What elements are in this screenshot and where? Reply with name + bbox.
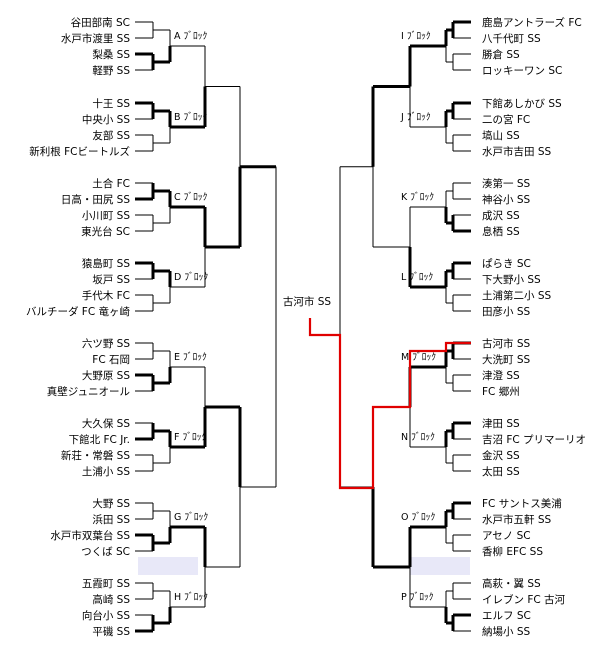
right-blocks-team-0-3: ロッキーワン SC — [482, 65, 562, 77]
right-blocks-label-4: M ﾌﾞﾛｯｸ — [401, 352, 436, 363]
right-blocks-team-0-1: 八千代町 SS — [482, 33, 541, 45]
right-blocks-team-0-0: 鹿島アントラーズ FC — [482, 16, 582, 29]
left-blocks-team-0-2: 梨桑 SS — [92, 48, 130, 61]
right-blocks-team-5-3: 太田 SS — [482, 465, 520, 478]
left-blocks-team-6-1: 浜田 SS — [92, 514, 130, 526]
left-blocks-team-1-3: 新利根 FCビートルズ — [29, 145, 130, 158]
left-blocks-team-3-3: バルチーダ FC 竜ヶ崎 — [26, 305, 131, 318]
left-blocks-team-6-0: 大野 SS — [92, 497, 130, 510]
left-blocks-label-0: A ﾌﾞﾛｯｸ — [174, 31, 208, 42]
left-blocks-team-3-1: 坂戸 SS — [92, 274, 130, 286]
left-blocks-team-2-2: 小川町 SS — [82, 210, 131, 222]
right-blocks-team-2-2: 成沢 SS — [482, 209, 520, 222]
right-blocks-team-3-3: 田彦小 SS — [482, 305, 531, 318]
right-blocks-team-3-0: ぱらき SC — [482, 258, 531, 270]
left-blocks-team-1-0: 十王 SS — [92, 97, 130, 110]
bracket-lines — [135, 20, 471, 633]
left-blocks-team-0-3: 軽野 SS — [92, 65, 130, 77]
right-blocks-team-6-0: FC サントス美浦 — [482, 497, 562, 510]
right-blocks-team-1-2: 塙山 SS — [482, 129, 520, 142]
right-blocks-team-7-2: エルフ SC — [482, 610, 531, 622]
winner-path — [308, 318, 471, 490]
left-blocks-team-3-2: 手代木 FC — [82, 289, 130, 302]
right-blocks-team-5-0: 津田 SS — [482, 418, 520, 430]
left-blocks-team-0-1: 水戸市渡里 SS — [61, 32, 131, 45]
left-blocks-label-7: H ﾌﾞﾛｯｸ — [174, 592, 208, 603]
right-blocks-label-2: K ﾌﾞﾛｯｸ — [401, 192, 434, 203]
left-blocks-team-4-2: 大野原 SS — [82, 369, 131, 382]
right-blocks-team-7-0: 高萩・翼 SS — [482, 577, 541, 590]
right-blocks-team-5-1: 吉沼 FC プリマーリオ — [482, 433, 586, 446]
right-blocks-team-1-0: 下館あしかび SS — [482, 97, 562, 110]
left-blocks-label-3: D ﾌﾞﾛｯｸ — [174, 272, 208, 283]
left-blocks-label-1: B ﾌﾞﾛｯｸ — [174, 112, 208, 123]
left-blocks-team-4-1: FC 石岡 — [92, 354, 130, 366]
left-blocks-team-0-0: 谷田部南 SC — [71, 16, 130, 29]
right-blocks-team-0-2: 勝倉 SS — [482, 48, 520, 61]
right-blocks-team-1-1: 二の宮 FC — [482, 113, 530, 126]
right-blocks-label-7: P ﾌﾞﾛｯｸ — [401, 592, 434, 603]
left-blocks-team-4-3: 真壁ジュニオール — [47, 385, 130, 398]
right-blocks-team-6-2: アセノ SC — [482, 530, 531, 542]
right-blocks-label-6: O ﾌﾞﾛｯｸ — [401, 512, 435, 523]
left-blocks-team-7-3: 平磯 SS — [92, 625, 130, 638]
shade-box-right — [410, 557, 470, 575]
right-blocks-team-2-0: 湊第一 SS — [482, 177, 531, 190]
right-blocks-team-7-1: イレブン FC 古河 — [482, 593, 566, 606]
right-blocks-label-5: N ﾌﾞﾛｯｸ — [401, 432, 435, 443]
right-blocks-team-1-3: 水戸市吉田 SS — [482, 145, 552, 158]
right-blocks-team-3-2: 土浦第二小 SS — [482, 289, 552, 302]
right-blocks-team-4-3: FC 郷州 — [482, 385, 520, 398]
right-blocks-team-4-2: 津澄 SS — [482, 369, 520, 382]
bracket-labels: 谷田部南 SC 水戸市渡里 SS 梨桑 SS 軽野 SS A ﾌﾞﾛｯｸ 十王 SS 中央小… — [26, 16, 586, 638]
left-blocks-team-5-2: 新荘・常磐 SS — [61, 449, 131, 462]
left-blocks-team-2-3: 東光台 SC — [81, 225, 130, 238]
left-blocks-team-6-3: つくば SC — [81, 546, 130, 558]
right-blocks-team-5-2: 金沢 SS — [482, 449, 520, 462]
left-blocks-team-1-1: 中央小 SS — [82, 113, 131, 126]
left-blocks-team-5-1: 下館北 FC Jr. — [69, 433, 130, 446]
left-blocks-team-7-2: 向台小 SS — [82, 609, 131, 622]
right-blocks-team-4-0: 古河市 SS — [482, 337, 531, 350]
champion-label: 古河市 SS — [283, 295, 332, 308]
left-blocks-label-4: E ﾌﾞﾛｯｸ — [174, 352, 207, 363]
left-blocks-team-3-0: 猿島町 SS — [82, 257, 131, 270]
right-blocks-label-3: L ﾌﾞﾛｯｸ — [401, 272, 433, 283]
right-blocks-team-2-3: 息栖 SS — [482, 225, 520, 238]
left-blocks-team-2-0: 土合 FC — [92, 177, 130, 190]
right-blocks-label-0: I ﾌﾞﾛｯｸ — [401, 31, 431, 42]
left-blocks-team-1-2: 友部 SS — [92, 129, 130, 142]
left-blocks-team-7-1: 高崎 SS — [92, 593, 130, 606]
right-blocks-team-6-3: 香柳 EFC SS — [482, 545, 543, 558]
right-blocks-team-3-1: 下大野小 SS — [482, 273, 541, 286]
left-blocks-team-7-0: 五霞町 SS — [82, 578, 131, 590]
left-blocks-label-6: G ﾌﾞﾛｯｸ — [174, 512, 208, 523]
left-blocks-label-5: F ﾌﾞﾛｯｸ — [174, 432, 206, 443]
shade-box-left — [138, 557, 198, 575]
right-blocks-label-1: J ﾌﾞﾛｯｸ — [400, 112, 431, 123]
right-blocks-team-2-1: 神谷小 SS — [482, 193, 531, 206]
right-blocks-team-4-1: 大洗町 SS — [482, 353, 531, 366]
left-blocks-team-2-1: 日高・田尻 SS — [61, 193, 131, 206]
left-blocks-team-6-2: 水戸市双葉台 SS — [50, 529, 130, 542]
left-blocks-team-5-0: 大久保 SS — [82, 417, 131, 430]
left-blocks-label-2: C ﾌﾞﾛｯｸ — [174, 192, 208, 203]
right-blocks-team-7-3: 納場小 SS — [482, 625, 531, 638]
left-blocks-team-4-0: 六ツ野 SS — [82, 338, 131, 350]
left-blocks-team-5-3: 土浦小 SS — [82, 465, 131, 478]
right-blocks-team-6-1: 水戸市五軒 SS — [482, 513, 552, 526]
